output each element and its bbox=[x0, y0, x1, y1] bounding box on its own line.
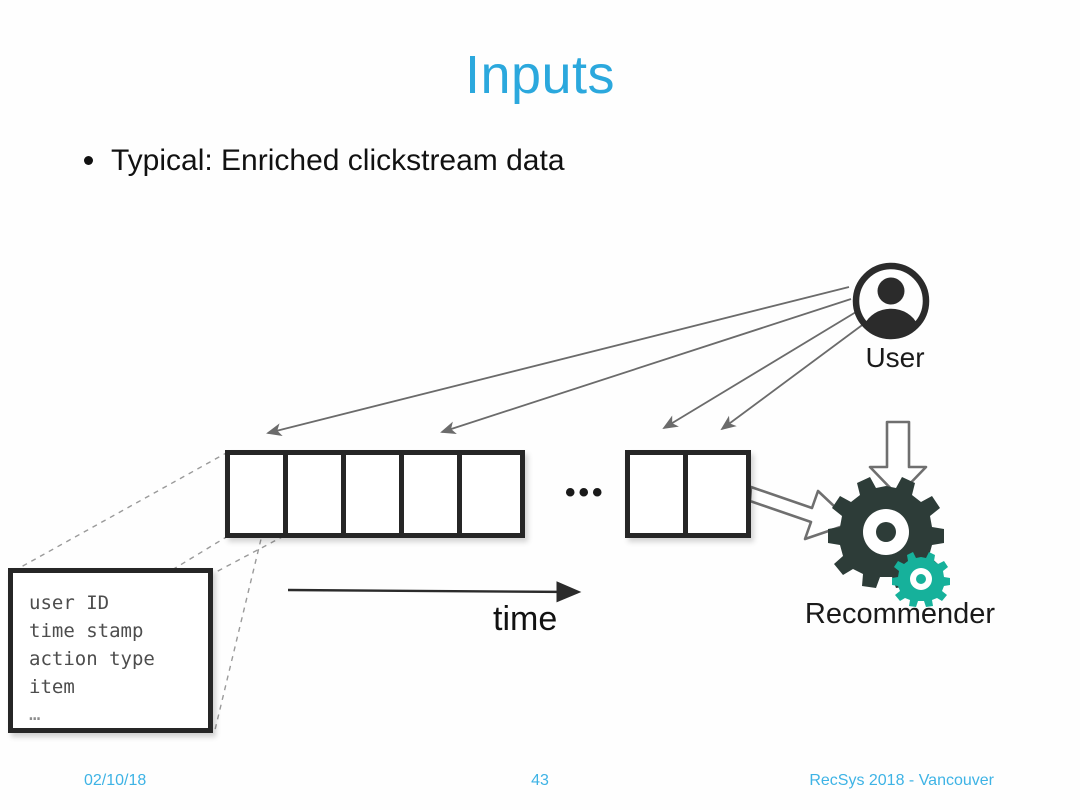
footer-page-number: 43 bbox=[531, 772, 549, 789]
clickstream-event-cell[interactable] bbox=[630, 455, 688, 533]
user-label: User bbox=[865, 342, 925, 373]
clickstream-event-cell[interactable] bbox=[346, 455, 404, 533]
schema-field: user ID bbox=[29, 592, 110, 614]
schema-field: item bbox=[29, 676, 75, 698]
event-schema-box: user ID time stamp action type item … bbox=[8, 568, 213, 733]
clickstream-event-cell[interactable] bbox=[230, 455, 288, 533]
footer-event-name: RecSys 2018 - Vancouver bbox=[809, 772, 994, 789]
time-axis-arrow bbox=[287, 581, 582, 603]
clickstream-event-cell[interactable] bbox=[404, 455, 462, 533]
time-axis-label: time bbox=[493, 600, 558, 638]
hollow-right-arrow-icon bbox=[748, 485, 854, 541]
bullet-list-item: Typical: Enriched clickstream data bbox=[84, 144, 565, 178]
clickstream-event-cell[interactable] bbox=[462, 455, 520, 533]
page-title: Inputs bbox=[464, 45, 616, 105]
footer-date: 02/10/18 bbox=[84, 772, 147, 789]
gear-large-icon bbox=[828, 477, 944, 588]
recommender-label: Recommender bbox=[804, 598, 996, 630]
clickstream-event-cell[interactable] bbox=[288, 455, 346, 533]
clickstream-session-group-a bbox=[225, 450, 525, 538]
schema-field: action type bbox=[29, 648, 155, 670]
slide-footer: 02/10/18 43 RecSys 2018 - Vancouver bbox=[0, 772, 1080, 798]
user-node: User bbox=[830, 258, 960, 374]
schema-field: time stamp bbox=[29, 620, 144, 642]
clickstream-event-cell[interactable] bbox=[688, 455, 746, 533]
hollow-down-arrow-icon bbox=[868, 420, 928, 498]
bullet-dot-icon bbox=[84, 156, 93, 165]
schema-continuation: … bbox=[29, 703, 41, 725]
bullet-item-label: Typical: Enriched clickstream data bbox=[111, 144, 565, 177]
sequence-ellipsis: ••• bbox=[565, 476, 606, 509]
user-to-sequence-arrows bbox=[266, 286, 870, 436]
clickstream-session-group-b bbox=[625, 450, 751, 538]
